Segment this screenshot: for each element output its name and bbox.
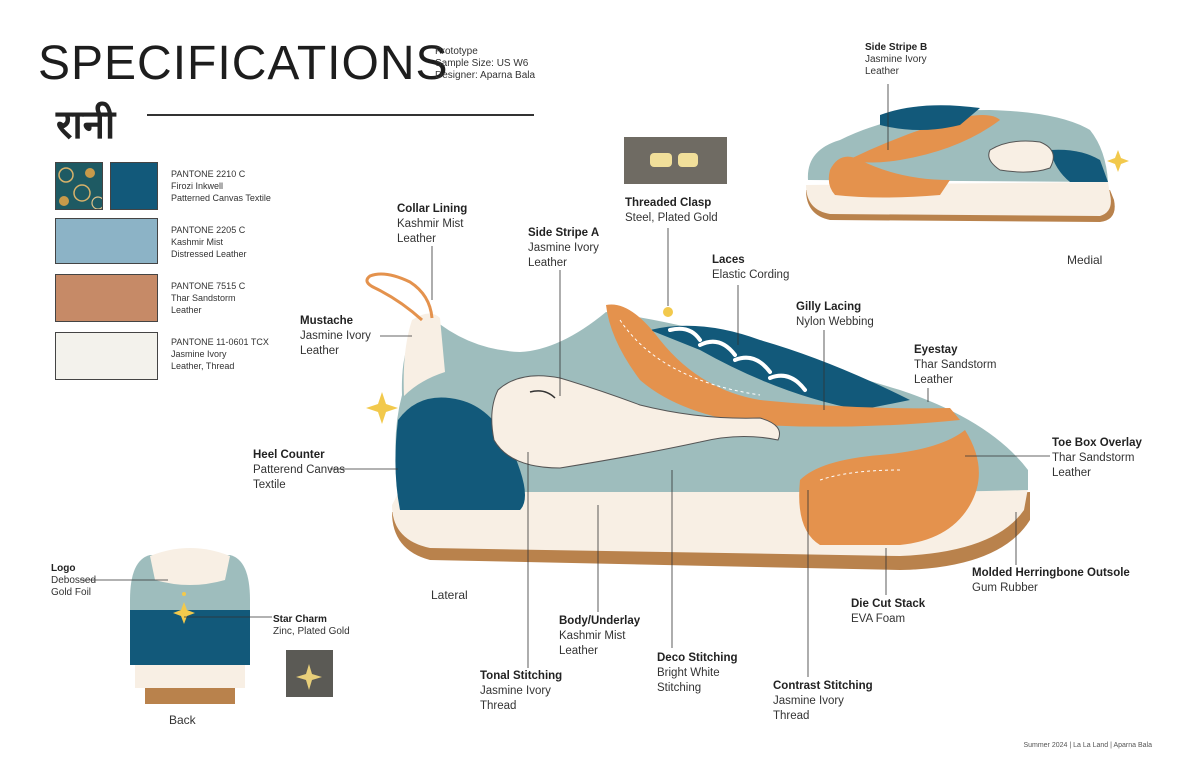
- color-swatch-kashmir: [55, 218, 158, 264]
- prototype-info: Prototype Sample Size: US W6 Designer: A…: [435, 46, 535, 82]
- back-view-shoe: [130, 548, 250, 704]
- color-swatch-ivory: [55, 332, 158, 380]
- footer-credit: Summer 2024 | La La Land | Aparna Bala: [1023, 742, 1152, 749]
- designer-line: Designer: Aparna Bala: [435, 70, 536, 81]
- view-label-lateral: Lateral: [431, 588, 468, 602]
- paisley-pattern-swatch: [55, 162, 103, 210]
- prototype-line: Prototype: [435, 46, 478, 57]
- brand-logo: रानी: [56, 101, 116, 148]
- view-label-medial: Medial: [1067, 253, 1103, 267]
- view-label-back: Back: [169, 713, 196, 727]
- page-title: SPECIFICATIONS: [38, 37, 449, 90]
- star-charm-photo: [286, 650, 333, 697]
- header-divider: [147, 114, 534, 116]
- sample-size-line: Sample Size: US W6: [435, 58, 529, 69]
- callout-leaders: [80, 84, 1050, 677]
- threaded-clasp-photo: [624, 137, 727, 184]
- paisley-pattern-icon: [58, 167, 102, 209]
- medial-shoe: [806, 105, 1129, 222]
- color-swatch-sandstorm: [55, 274, 158, 322]
- color-swatch-firozi: [110, 162, 158, 210]
- lateral-shoe: [365, 272, 1030, 570]
